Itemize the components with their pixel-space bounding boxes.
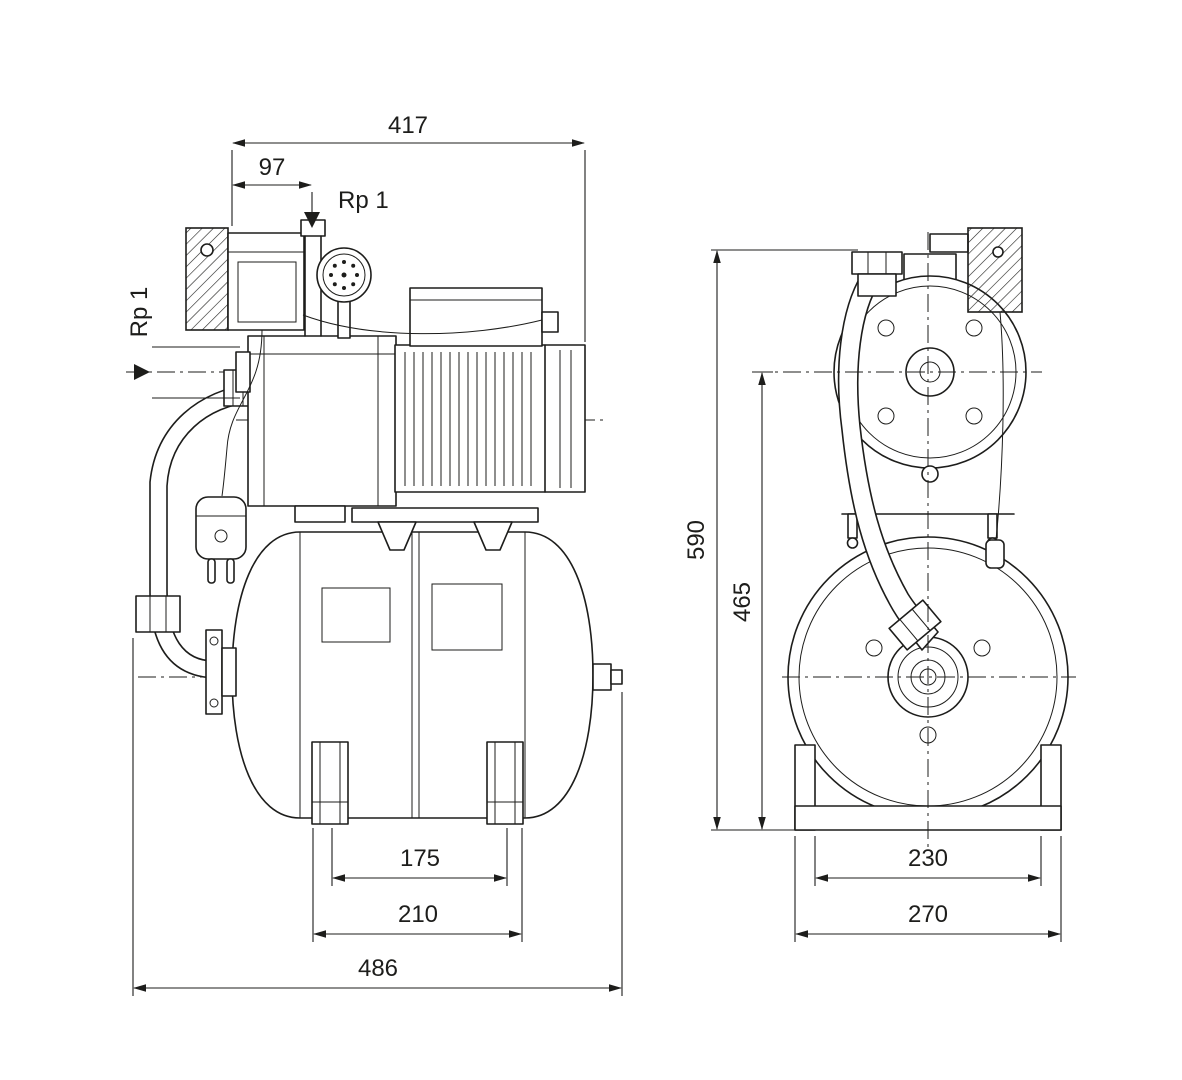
cable-gland: [541, 311, 559, 333]
drain-plug: [921, 465, 939, 483]
front-view: 590 465 230 270: [683, 227, 1076, 942]
terminal-box: [409, 287, 559, 347]
pump-head: [235, 335, 397, 523]
dim-465: 465: [729, 371, 773, 830]
dim-590: 590: [683, 249, 858, 831]
dim-230: 230: [814, 836, 1042, 886]
discharge-pipe: [300, 219, 326, 337]
tank-stand: [794, 744, 1062, 831]
pressure-switch: [227, 232, 305, 331]
side-view: 417 97 Rp 1 Rp 1 175: [126, 112, 623, 996]
motor-side: [394, 344, 586, 493]
wall-bracket-side: [185, 227, 229, 331]
dim-175: 175: [331, 828, 508, 886]
dim-417-label: 417: [388, 112, 428, 139]
hose-top-nut: [851, 251, 903, 275]
front-view-centerlines: [752, 232, 1076, 848]
port-label-suction: Rp 1: [126, 287, 240, 399]
tank-feet: [311, 741, 524, 825]
dim-97: 97: [232, 154, 313, 218]
tank-label-left: [321, 587, 391, 643]
tank-rear-nipple: [592, 663, 612, 691]
dim-486: 486: [132, 638, 623, 996]
dim-270: 270: [794, 836, 1062, 942]
hose-elbow-nut: [135, 595, 181, 633]
pressure-tank-side: [231, 531, 623, 819]
dim-210-label: 210: [398, 901, 438, 928]
dim-590-label: 590: [683, 520, 710, 560]
tank-label-right: [431, 583, 503, 651]
port-label-top-text: Rp 1: [338, 187, 389, 214]
dim-175-label: 175: [400, 845, 440, 872]
dim-210: 210: [312, 828, 523, 942]
port-label-top: Rp 1: [304, 187, 389, 228]
plug-front: [985, 539, 1005, 569]
wall-bracket-front: [929, 227, 1023, 313]
cables-side: [221, 314, 543, 497]
dim-465-label: 465: [729, 582, 756, 622]
dim-230-label: 230: [908, 845, 948, 872]
pump-mounting-bracket: [351, 507, 539, 551]
port-marker-suction-icon: [134, 364, 150, 380]
dim-486-label: 486: [358, 955, 398, 982]
tank-flange: [205, 629, 237, 715]
power-plug: [195, 496, 247, 584]
port-marker-top-icon: [304, 212, 320, 228]
port-label-suction-text: Rp 1: [126, 287, 153, 338]
pressure-gauge-icon: [316, 247, 372, 339]
suction-port: [235, 351, 251, 393]
cable-front: [985, 311, 1005, 569]
dim-270-label: 270: [908, 901, 948, 928]
dim-97-label: 97: [259, 154, 286, 181]
dim-417: 417: [231, 112, 586, 342]
